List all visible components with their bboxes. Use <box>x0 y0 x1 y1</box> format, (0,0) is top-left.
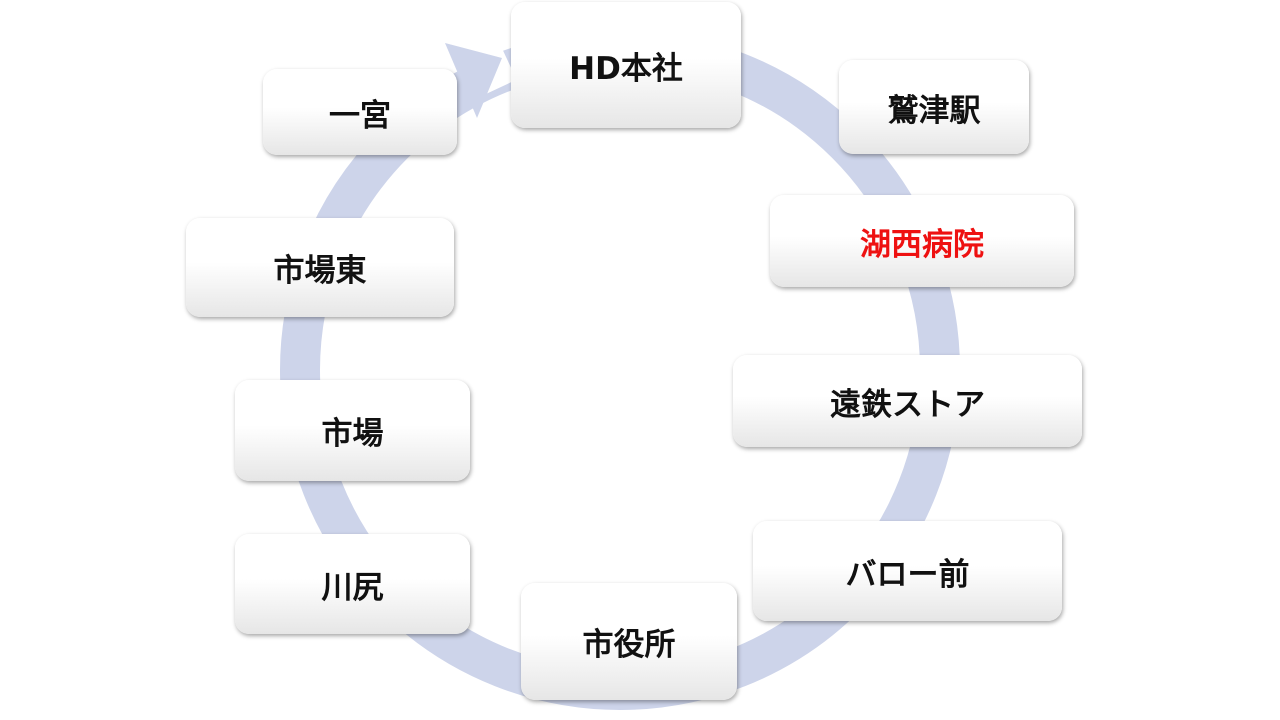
node-label: 湖西病院 <box>860 226 984 263</box>
node-label: 川尻 <box>321 569 384 606</box>
node-label: 市役所 <box>582 627 676 663</box>
node-city-hall: 市役所 <box>521 583 737 700</box>
cycle-arrowhead-icon <box>445 43 502 118</box>
node-label: バロー前 <box>845 556 970 593</box>
node-washizu-station: 鷲津駅 <box>839 60 1029 154</box>
node-kosai-hospital: 湖西病院 <box>770 195 1074 287</box>
node-label: 遠鉄ストア <box>830 386 985 423</box>
node-label: 市場東 <box>273 253 367 289</box>
node-ichinomiya: 一宮 <box>263 69 457 155</box>
node-ichiba: 市場 <box>235 380 470 481</box>
node-label: 市場 <box>321 416 384 452</box>
node-label: HD本社 <box>569 50 683 87</box>
node-valor-mae: バロー前 <box>753 521 1062 621</box>
node-label: 一宮 <box>329 97 391 134</box>
node-kawajiri: 川尻 <box>235 534 470 634</box>
node-hd-honsha: HD本社 <box>511 2 741 128</box>
node-ichiba-higashi: 市場東 <box>186 218 454 317</box>
node-label: 鷲津駅 <box>887 92 981 129</box>
node-entetsu-store: 遠鉄ストア <box>733 355 1082 447</box>
